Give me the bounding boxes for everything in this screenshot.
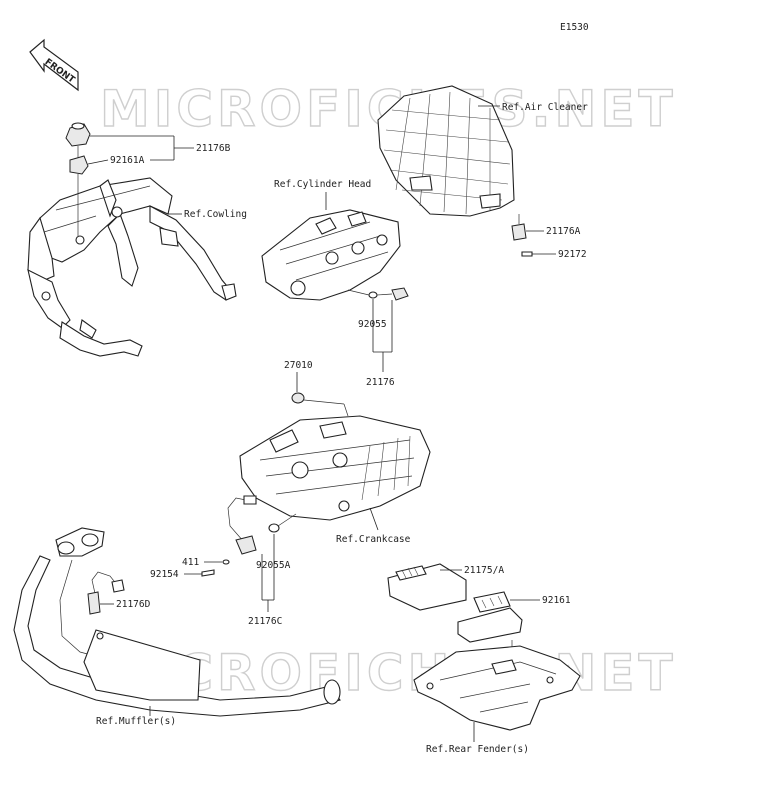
label-21176D: 21176D <box>116 599 151 610</box>
label-21176C: 21176C <box>248 616 282 627</box>
label-27010: 27010 <box>284 360 313 371</box>
ref-crankcase: Ref.Crankcase <box>336 534 411 545</box>
cowling-bracket <box>27 122 237 357</box>
front-arrow-icon: FRONT <box>29 38 79 92</box>
wire-21176C <box>227 497 247 543</box>
ref-air-cleaner: Ref.Air Cleaner <box>502 102 588 113</box>
ref-cowling: Ref.Cowling <box>184 209 247 220</box>
washer-411 <box>222 559 230 565</box>
plug-27010 <box>291 392 305 404</box>
label-92055A: 92055A <box>256 560 291 571</box>
rear-fender <box>413 645 581 731</box>
cylinder-head <box>261 209 401 301</box>
washer-92055 <box>368 291 378 299</box>
sensor-21176C <box>235 535 257 555</box>
label-21176B: 21176B <box>196 143 231 154</box>
sensor-21176B <box>65 123 91 147</box>
label-92161A: 92161A <box>110 155 145 166</box>
label-92055: 92055 <box>358 319 387 330</box>
bolt-92154 <box>201 569 215 577</box>
screw-92172 <box>521 251 533 257</box>
ref-muffler: Ref.Muffler(s) <box>96 716 176 727</box>
exhaust-muffler <box>13 527 341 717</box>
sensor-21176D <box>87 591 101 615</box>
leader-21176B <box>90 135 194 161</box>
crankcase <box>239 415 431 521</box>
label-92154: 92154 <box>150 569 179 580</box>
label-21176A: 21176A <box>546 226 581 237</box>
diagram-code: E1530 <box>560 22 589 33</box>
label-92172: 92172 <box>558 249 587 260</box>
bracket-92161 <box>457 591 523 643</box>
washer-92055A <box>268 523 280 533</box>
label-92161: 92161 <box>542 595 571 606</box>
grommet-92161A <box>69 155 89 175</box>
sensor-21176A <box>511 223 527 241</box>
label-411: 411 <box>182 557 199 568</box>
sensor-21176 <box>391 287 409 301</box>
wire-21176D <box>91 571 119 599</box>
ecu-21175A <box>387 563 467 611</box>
label-21176: 21176 <box>366 377 395 388</box>
air-cleaner-box <box>377 85 515 217</box>
ref-cylinder-head: Ref.Cylinder Head <box>274 179 371 190</box>
label-21175A: 21175/A <box>464 565 504 576</box>
ref-rear-fender: Ref.Rear Fender(s) <box>426 744 529 755</box>
